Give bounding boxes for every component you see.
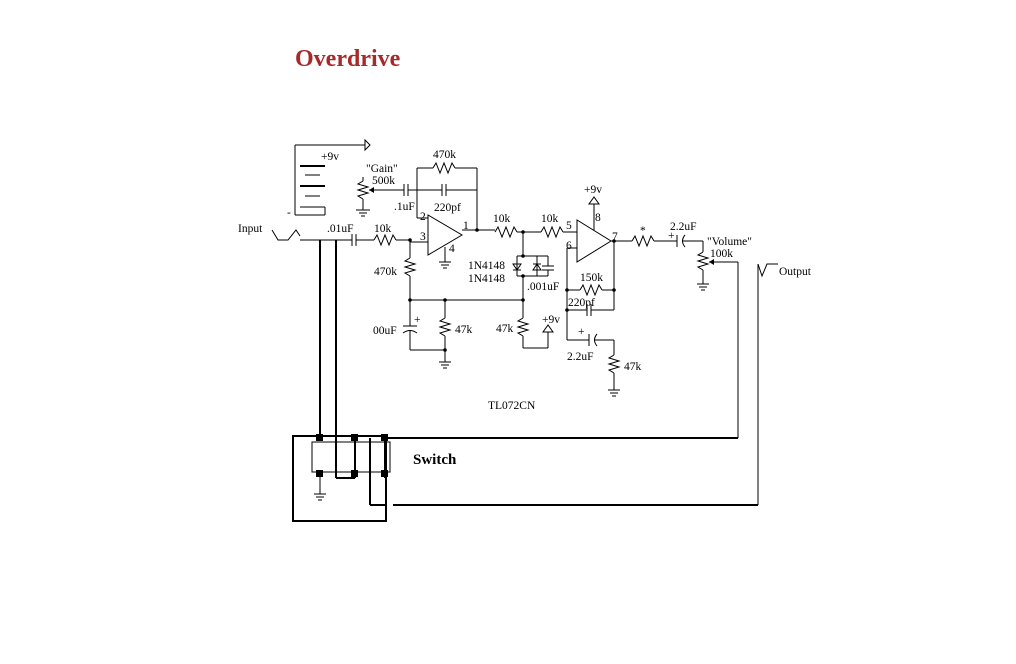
gain-pot-name: "Gain" [366, 163, 398, 175]
r-star-label: * [640, 225, 646, 237]
ic-label: TL072CN [488, 400, 536, 412]
r-input-label: 10k [374, 223, 392, 235]
cap-001-label: .001uF [527, 281, 559, 293]
op2-pin-8: 8 [595, 212, 601, 224]
diode-2-label: 1N4148 [468, 273, 505, 285]
cap-100uF-label: 00uF [373, 325, 397, 337]
battery-label: +9v [321, 151, 339, 163]
input-jack-symbol [271, 229, 301, 241]
cap-100uF-plus: + [414, 314, 421, 326]
r-bias-label: 470k [374, 266, 397, 278]
op2-pin-7: 7 [612, 231, 618, 243]
cap-0.1uF-label: .1uF [394, 201, 415, 213]
gain-pot-value: 500k [372, 175, 395, 187]
resistor-47k-b [516, 317, 554, 349]
op2-pin-6: 6 [566, 240, 572, 252]
resistor-star [631, 234, 677, 248]
feedback-network-1 [416, 161, 478, 230]
switch-body [292, 434, 391, 522]
op-amp-1 [410, 214, 495, 269]
resistor-10k-mid [540, 225, 577, 239]
op2-pin-5: 5 [566, 220, 572, 232]
feedback-network-2 [565, 241, 616, 316]
cap-fb2-label: 220pf [568, 297, 595, 309]
switch-label: Switch [413, 452, 457, 468]
feedback-resistor-label: 470k [433, 149, 456, 161]
cap-out-plus: + [668, 230, 675, 242]
op1-pin-4: 4 [449, 243, 455, 255]
gain-potentiometer [356, 177, 404, 217]
volume-pot-name: "Volume" [707, 236, 752, 248]
op-amp-2 [566, 196, 632, 340]
capacitor-2.2uF-b [567, 333, 621, 397]
battery-minus: - [287, 207, 291, 219]
r-mid-label: 10k [541, 213, 559, 225]
feedback-cap-label: 220pf [434, 202, 461, 214]
op2-supply-label: +9v [584, 184, 602, 196]
resistor-47k-a [438, 300, 452, 369]
r-47k-a-label: 47k [455, 324, 473, 336]
r-47k-c-label: 47k [624, 361, 642, 373]
volume-pot-value: 100k [710, 248, 733, 260]
capacitor-0.01uF [351, 234, 374, 246]
resistor-470k-bias [403, 240, 523, 302]
input-label: Input [238, 223, 263, 235]
vref-supply-label: +9v [542, 314, 560, 326]
r-fb2-label: 150k [580, 272, 603, 284]
r-47k-b-label: 47k [496, 323, 514, 335]
output-jack-symbol [757, 263, 778, 505]
op1-pin-2: 2 [420, 211, 426, 223]
cap-2.2uF-b-label: 2.2uF [567, 351, 594, 363]
page-title: Overdrive [295, 46, 401, 72]
diode-1-label: 1N4148 [468, 260, 505, 272]
r-out1-label: 10k [493, 213, 511, 225]
capacitor-100uF [402, 300, 445, 351]
cap-0.01uF-label: .01uF [327, 223, 354, 235]
volume-potentiometer [696, 251, 739, 438]
op1-pin-3: 3 [420, 231, 426, 243]
resistor-10k-out1 [494, 225, 541, 239]
battery [294, 138, 371, 216]
output-label: Output [779, 266, 812, 278]
capacitor-2.2uF-out [676, 234, 704, 252]
resistor-10k-input [373, 233, 412, 247]
cap-out-label: 2.2uF [670, 221, 697, 233]
clipping-diodes [512, 232, 554, 318]
cap-2.2uF-b-plus: + [578, 326, 585, 338]
op1-pin-1: 1 [463, 220, 469, 232]
